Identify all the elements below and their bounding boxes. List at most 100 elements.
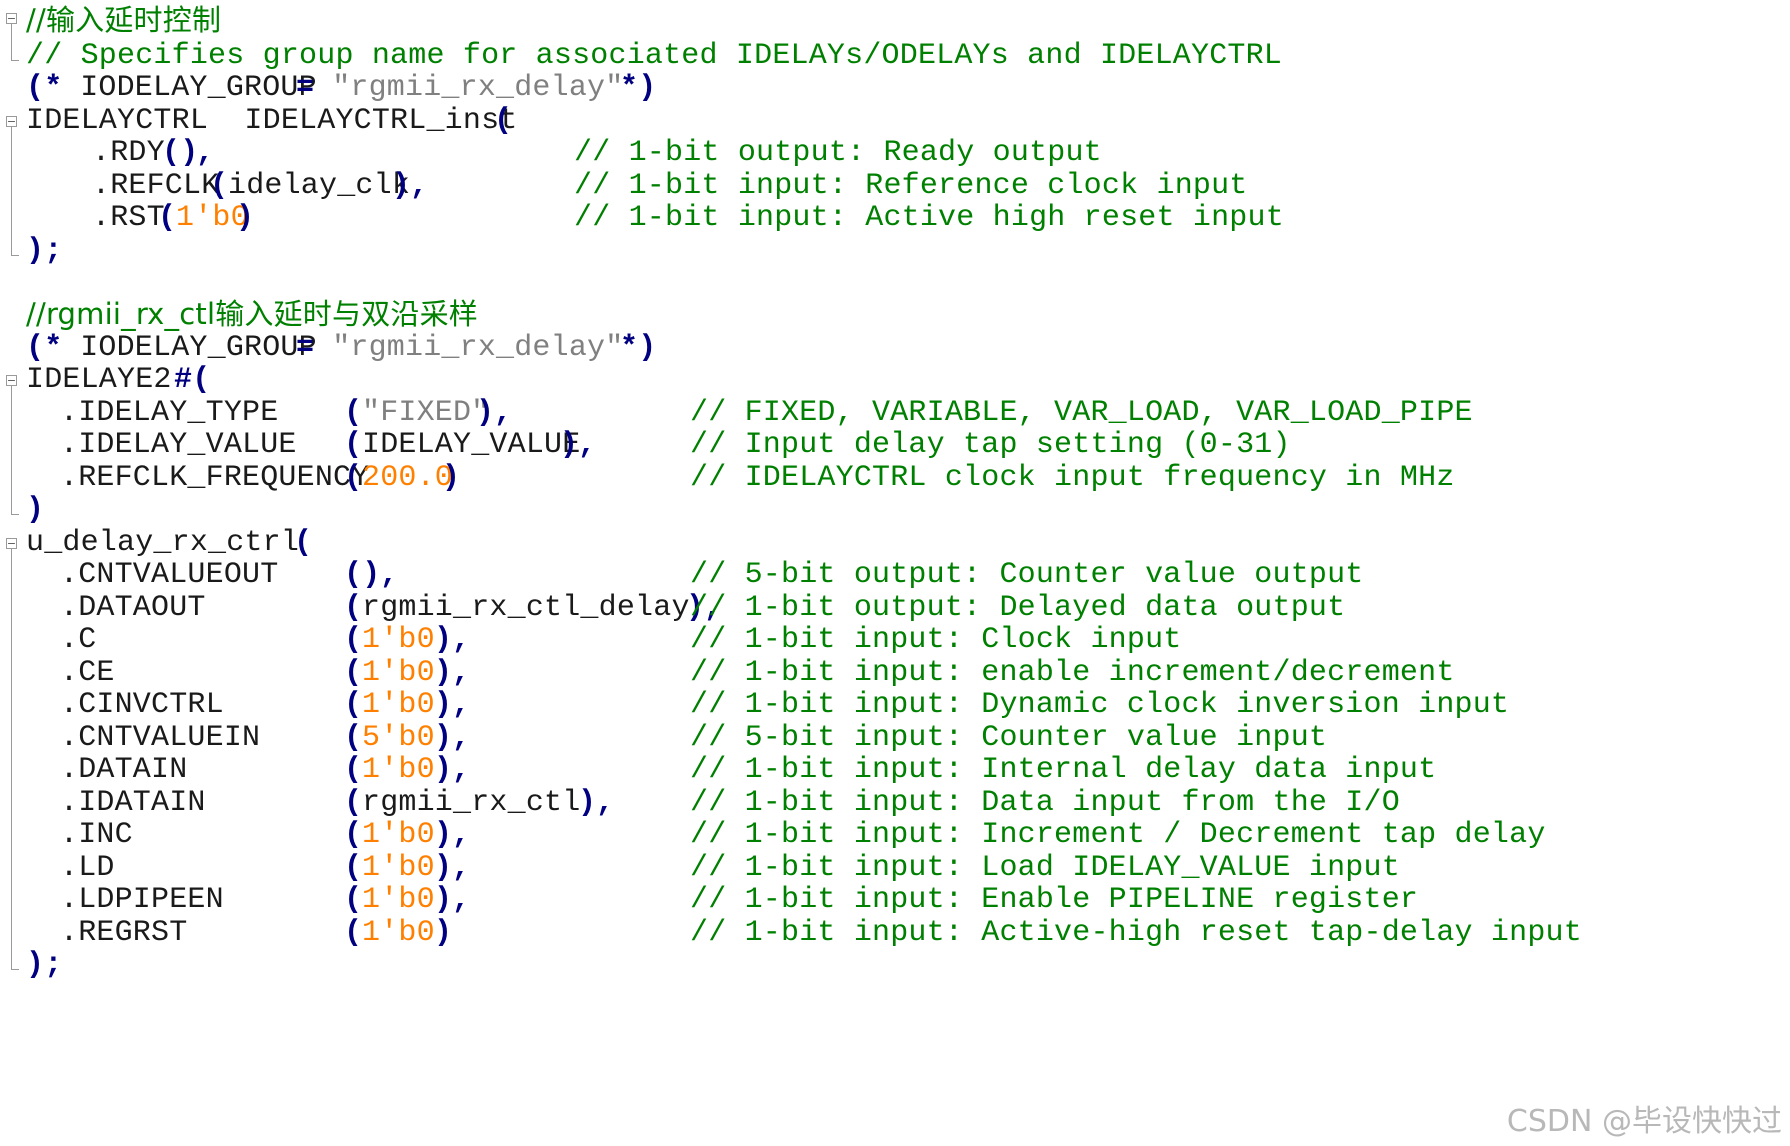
port-paren: ) bbox=[434, 818, 453, 852]
param-paren: ( bbox=[344, 428, 363, 462]
code-line[interactable]: (* IODELAY_GROUP = "rgmii_rx_delay" *) bbox=[26, 70, 656, 107]
code-comment: // 1-bit input: enable increment/decreme… bbox=[690, 656, 1455, 690]
code-line[interactable]: .RDY () , // 1-bit output: Ready output bbox=[26, 135, 1102, 172]
code-line[interactable]: .REFCLK ( idelay_clk ) , // 1-bit input:… bbox=[26, 168, 1247, 205]
code-line[interactable]: ); bbox=[26, 947, 99, 984]
port-comma: , bbox=[196, 136, 215, 170]
attr-open: (* bbox=[26, 331, 63, 365]
attr-string: "rgmii_rx_delay" bbox=[314, 71, 642, 105]
close-paren: ) bbox=[26, 493, 45, 527]
code-comment: // 1-bit input: Active-high reset tap-de… bbox=[690, 916, 1582, 950]
param-value: 200.0 bbox=[362, 461, 454, 495]
port-paren: ( bbox=[210, 169, 229, 203]
code-comment: // 5-bit output: Counter value output bbox=[690, 558, 1364, 592]
code-line[interactable]: //输入延时控制 bbox=[26, 2, 221, 39]
code-line[interactable]: ); bbox=[26, 233, 99, 270]
port-paren: ( bbox=[344, 721, 363, 755]
code-comment: // Specifies group name for associated I… bbox=[26, 39, 1283, 73]
port-paren: ( bbox=[344, 656, 363, 690]
attr-string: "rgmii_rx_delay" bbox=[314, 331, 642, 365]
port-paren: ) bbox=[578, 786, 597, 820]
code-comment: // 1-bit input: Clock input bbox=[690, 623, 1182, 657]
code-comment: // 1-bit input: Enable PIPELINE register bbox=[690, 883, 1419, 917]
code-line[interactable]: .RST ( 1'b0 ) // 1-bit input: Active hig… bbox=[26, 200, 1284, 237]
port-name: .DATAIN bbox=[60, 753, 188, 787]
code-line[interactable]: //rgmii_rx_ctl输入延时与双沿采样 bbox=[26, 296, 478, 333]
code-comment: // 1-bit input: Active high reset input bbox=[574, 201, 1284, 235]
fold-collapse-icon[interactable]: − bbox=[6, 115, 17, 128]
port-signal: rgmii_rx_ctl_delay bbox=[362, 591, 690, 625]
fold-end-marker bbox=[11, 969, 19, 970]
port-paren: ( bbox=[344, 591, 363, 625]
port-name: .REFCLK bbox=[92, 169, 220, 203]
fold-guide bbox=[11, 386, 12, 514]
code-comment: // 1-bit input: Data input from the I/O bbox=[690, 786, 1400, 820]
open-paren: ( bbox=[494, 104, 513, 138]
port-comma: , bbox=[704, 591, 723, 625]
code-line[interactable]: // Specifies group name for associated I… bbox=[26, 38, 1282, 75]
port-signal: rgmii_rx_ctl bbox=[362, 786, 581, 820]
port-name: .CE bbox=[60, 656, 115, 690]
param-paren: ) bbox=[442, 461, 461, 495]
port-name: .DATAOUT bbox=[60, 591, 206, 625]
port-paren: ( bbox=[344, 786, 363, 820]
param-comma: , bbox=[578, 428, 597, 462]
port-paren: ) bbox=[434, 656, 453, 690]
fold-end-marker bbox=[11, 60, 19, 61]
port-paren: ( bbox=[344, 623, 363, 657]
port-value: 1'b0 bbox=[362, 916, 435, 950]
code-line[interactable]: ) bbox=[26, 492, 99, 529]
port-name: .CNTVALUEIN bbox=[60, 721, 261, 755]
port-paren: ( bbox=[344, 688, 363, 722]
port-comma: , bbox=[452, 688, 471, 722]
port-paren: ( bbox=[344, 818, 363, 852]
port-value: 1'b0 bbox=[176, 201, 249, 235]
code-comment: //输入延时控制 bbox=[26, 3, 222, 37]
port-comma: , bbox=[452, 753, 471, 787]
code-line[interactable]: .REFCLK_FREQUENCY ( 200.0 ) // IDELAYCTR… bbox=[26, 460, 1454, 497]
fold-collapse-icon[interactable]: − bbox=[6, 537, 17, 550]
port-comma: , bbox=[380, 558, 399, 592]
close-statement: ); bbox=[26, 234, 63, 268]
attr-equals: = bbox=[296, 331, 315, 365]
code-line[interactable]: (* IODELAY_GROUP = "rgmii_rx_delay" *) bbox=[26, 330, 656, 367]
code-comment: // Input delay tap setting (0-31) bbox=[690, 428, 1291, 462]
fold-guide bbox=[11, 549, 12, 969]
port-name: .LD bbox=[60, 851, 115, 885]
code-line[interactable]: .IDELAY_TYPE ( "FIXED" ) , // FIXED, VAR… bbox=[26, 395, 1473, 432]
attr-equals: = bbox=[296, 71, 315, 105]
param-open: #( bbox=[174, 363, 211, 397]
port-comma: , bbox=[452, 883, 471, 917]
fold-collapse-icon[interactable]: − bbox=[6, 374, 17, 387]
param-name: .REFCLK_FREQUENCY bbox=[60, 461, 370, 495]
code-line[interactable]: .IDELAY_VALUE ( IDELAY_VALUE ) , // Inpu… bbox=[26, 427, 1291, 464]
port-paren: ) bbox=[392, 169, 411, 203]
port-paren: ) bbox=[434, 721, 453, 755]
watermark: CSDN @毕设快快过 bbox=[1506, 1104, 1782, 1139]
code-comment: //rgmii_rx_ctl输入延时与双沿采样 bbox=[26, 297, 479, 331]
instance-name: u_delay_rx_ctrl bbox=[26, 526, 318, 560]
code-comment: // 1-bit input: Increment / Decrement ta… bbox=[690, 818, 1546, 852]
port-name: .IDATAIN bbox=[60, 786, 206, 820]
port-value: 1'b0 bbox=[362, 883, 435, 917]
code-line[interactable]: IDELAYE2 #( bbox=[26, 362, 210, 399]
fold-guide bbox=[11, 24, 12, 60]
port-value: 5'b0 bbox=[362, 721, 435, 755]
attr-close: *) bbox=[620, 331, 657, 365]
port-name: .REGRST bbox=[60, 916, 188, 950]
port-paren: ( bbox=[344, 916, 363, 950]
fold-end-marker bbox=[11, 514, 19, 515]
port-comma: , bbox=[410, 169, 429, 203]
attr-open: (* bbox=[26, 71, 63, 105]
fold-collapse-icon[interactable]: − bbox=[6, 12, 17, 25]
port-paren: ( bbox=[344, 753, 363, 787]
code-line[interactable]: IDELAYCTRL IDELAYCTRL_inst ( bbox=[26, 103, 517, 140]
code-comment: // 1-bit input: Reference clock input bbox=[574, 169, 1248, 203]
port-name: .CINVCTRL bbox=[60, 688, 224, 722]
param-value: "FIXED" bbox=[362, 396, 490, 430]
param-name: .IDELAY_TYPE bbox=[60, 396, 279, 430]
code-line[interactable]: u_delay_rx_ctrl ( bbox=[26, 525, 312, 562]
port-name: .INC bbox=[60, 818, 133, 852]
port-name: .CNTVALUEOUT bbox=[60, 558, 279, 592]
